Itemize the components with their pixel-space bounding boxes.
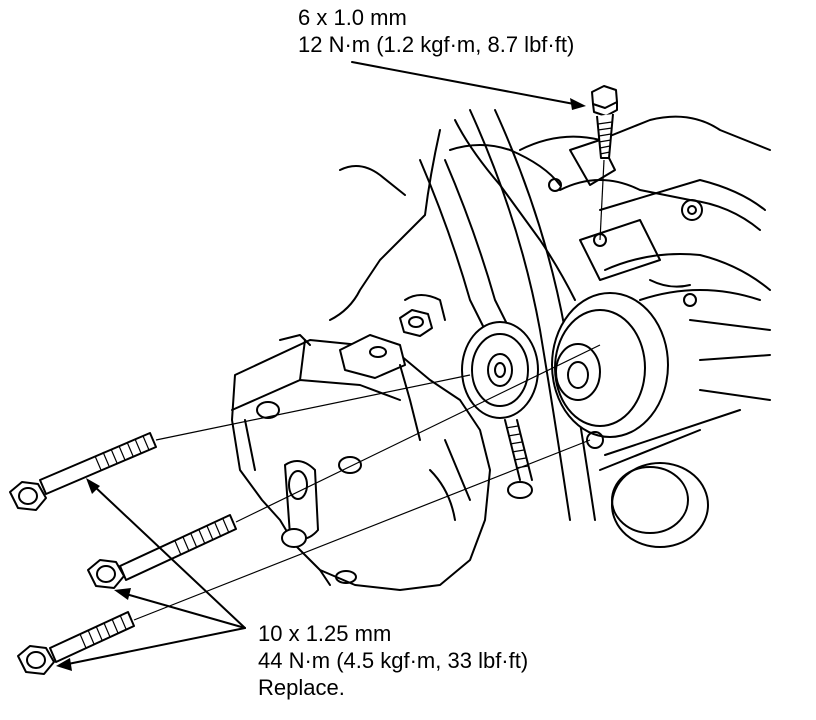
lower-bolt-3 xyxy=(17,611,135,675)
callout-leaders xyxy=(56,61,586,671)
alignment-lines xyxy=(133,159,605,621)
upper-bolt-callout: 6 x 1.0 mm 12 N·m (1.2 kgf·m, 8.7 lbf·ft… xyxy=(298,4,574,58)
upper-bolt-size: 6 x 1.0 mm xyxy=(298,5,407,30)
lower-bolts-callout: 10 x 1.25 mm 44 N·m (4.5 kgf·m, 33 lbf·f… xyxy=(258,620,528,701)
arrowhead-icon xyxy=(56,658,72,671)
pump-pulley xyxy=(551,292,669,438)
tensioner-spring xyxy=(504,419,533,499)
arrowhead-icon xyxy=(570,98,586,110)
arrowhead-icon xyxy=(86,478,100,494)
engine-mount-bracket xyxy=(231,334,491,591)
tensioner-pulley xyxy=(461,321,539,419)
idler-pulley xyxy=(586,409,741,548)
block-bolts xyxy=(399,294,446,337)
lower-bolt-2 xyxy=(87,514,237,589)
lower-bolts-torque: 44 N·m (4.5 kgf·m, 33 lbf·ft) xyxy=(258,648,529,673)
upper-bolt-torque: 12 N·m (1.2 kgf·m, 8.7 lbf·ft) xyxy=(298,32,575,57)
arrowhead-icon xyxy=(114,588,131,600)
upper-bolt xyxy=(591,85,618,159)
lower-bolts-note: Replace. xyxy=(258,675,345,700)
engine-block xyxy=(329,115,771,401)
lower-bolt-1 xyxy=(9,432,157,511)
lower-bolts-size: 10 x 1.25 mm xyxy=(258,621,392,646)
